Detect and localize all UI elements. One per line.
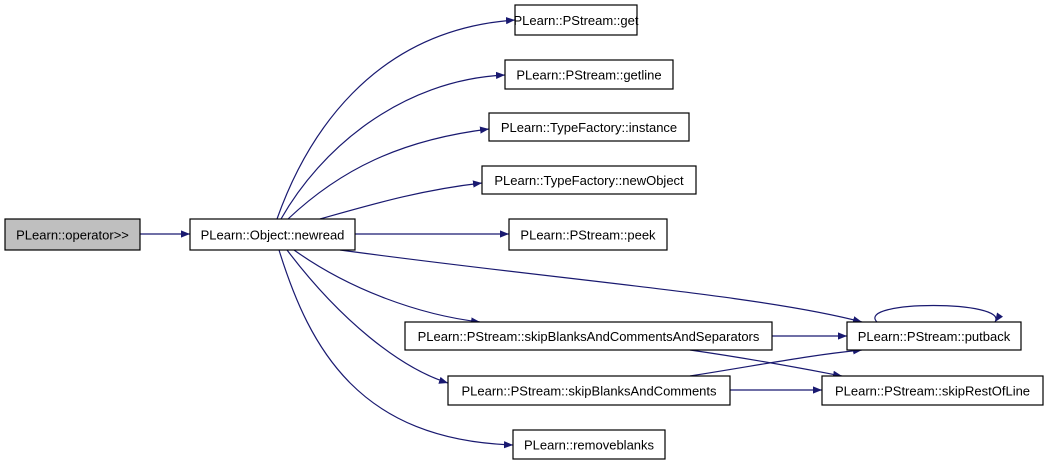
node-label: PLearn::Object::newread [201,228,345,243]
node-label: PLearn::PStream::get [513,13,638,28]
edge-newread-to-getline [280,71,506,220]
node-get[interactable]: PLearn::PStream::get [513,4,639,36]
node-label: PLearn::PStream::peek [520,228,656,243]
node-box[interactable] [504,59,674,90]
node-skipBCS[interactable]: PLearn::PStream::skipBlanksAndCommentsAn… [404,321,773,351]
node-box[interactable] [508,218,668,251]
node-box[interactable] [821,375,1044,406]
node-instance[interactable]: PLearn::TypeFactory::instance [488,112,690,142]
node-box[interactable] [488,112,690,142]
edge-newread-to-get [276,17,516,220]
node-label: PLearn::PStream::putback [858,329,1011,344]
node-box[interactable] [514,4,638,36]
node-label: PLearn::PStream::getline [516,68,661,83]
node-box[interactable] [404,321,773,351]
node-peek[interactable]: PLearn::PStream::peek [508,218,668,251]
edge-newread-to-skipBCS [293,249,481,325]
node-label: PLearn::PStream::skipBlanksAndComments [461,384,717,399]
node-operator[interactable]: PLearn::operator>> [4,218,141,251]
node-label: PLearn::PStream::skipRestOfLine [835,384,1030,399]
node-skipRest[interactable]: PLearn::PStream::skipRestOfLine [821,375,1044,406]
node-box[interactable] [447,375,731,406]
node-skipBC[interactable]: PLearn::PStream::skipBlanksAndComments [447,375,731,406]
edge-skipBC-to-putback [689,347,863,377]
edge-putback-to-putback [874,304,1004,323]
node-label: PLearn::TypeFactory::newObject [494,173,684,188]
node-newObject[interactable]: PLearn::TypeFactory::newObject [481,165,697,195]
edge-newread-to-skipBC [286,249,449,384]
node-label: PLearn::removeblanks [524,438,655,453]
nodes-layer: PLearn::operator>> PLearn::Object::newrea… [4,4,1044,460]
node-box[interactable] [4,218,141,251]
node-label: PLearn::PStream::skipBlanksAndCommentsAn… [418,329,760,344]
node-box[interactable] [189,218,356,251]
node-label: PLearn::TypeFactory::instance [501,120,677,135]
edges-layer [140,17,1004,449]
node-getline[interactable]: PLearn::PStream::getline [504,59,674,90]
edge-skipBCS-to-skipRest [689,349,843,378]
node-box[interactable] [481,165,697,195]
node-newread[interactable]: PLearn::Object::newread [189,218,356,251]
node-box[interactable] [846,321,1022,351]
edge-newread-to-newObject [319,180,483,220]
node-label: PLearn::operator>> [16,228,129,243]
edge-newread-to-removeblanks [278,249,514,449]
node-removeblanks[interactable]: PLearn::removeblanks [512,429,666,460]
node-box[interactable] [512,429,666,460]
node-putback[interactable]: PLearn::PStream::putback [846,321,1022,351]
edge-newread-to-putback [339,249,863,324]
edge-newread-to-instance [287,126,490,220]
